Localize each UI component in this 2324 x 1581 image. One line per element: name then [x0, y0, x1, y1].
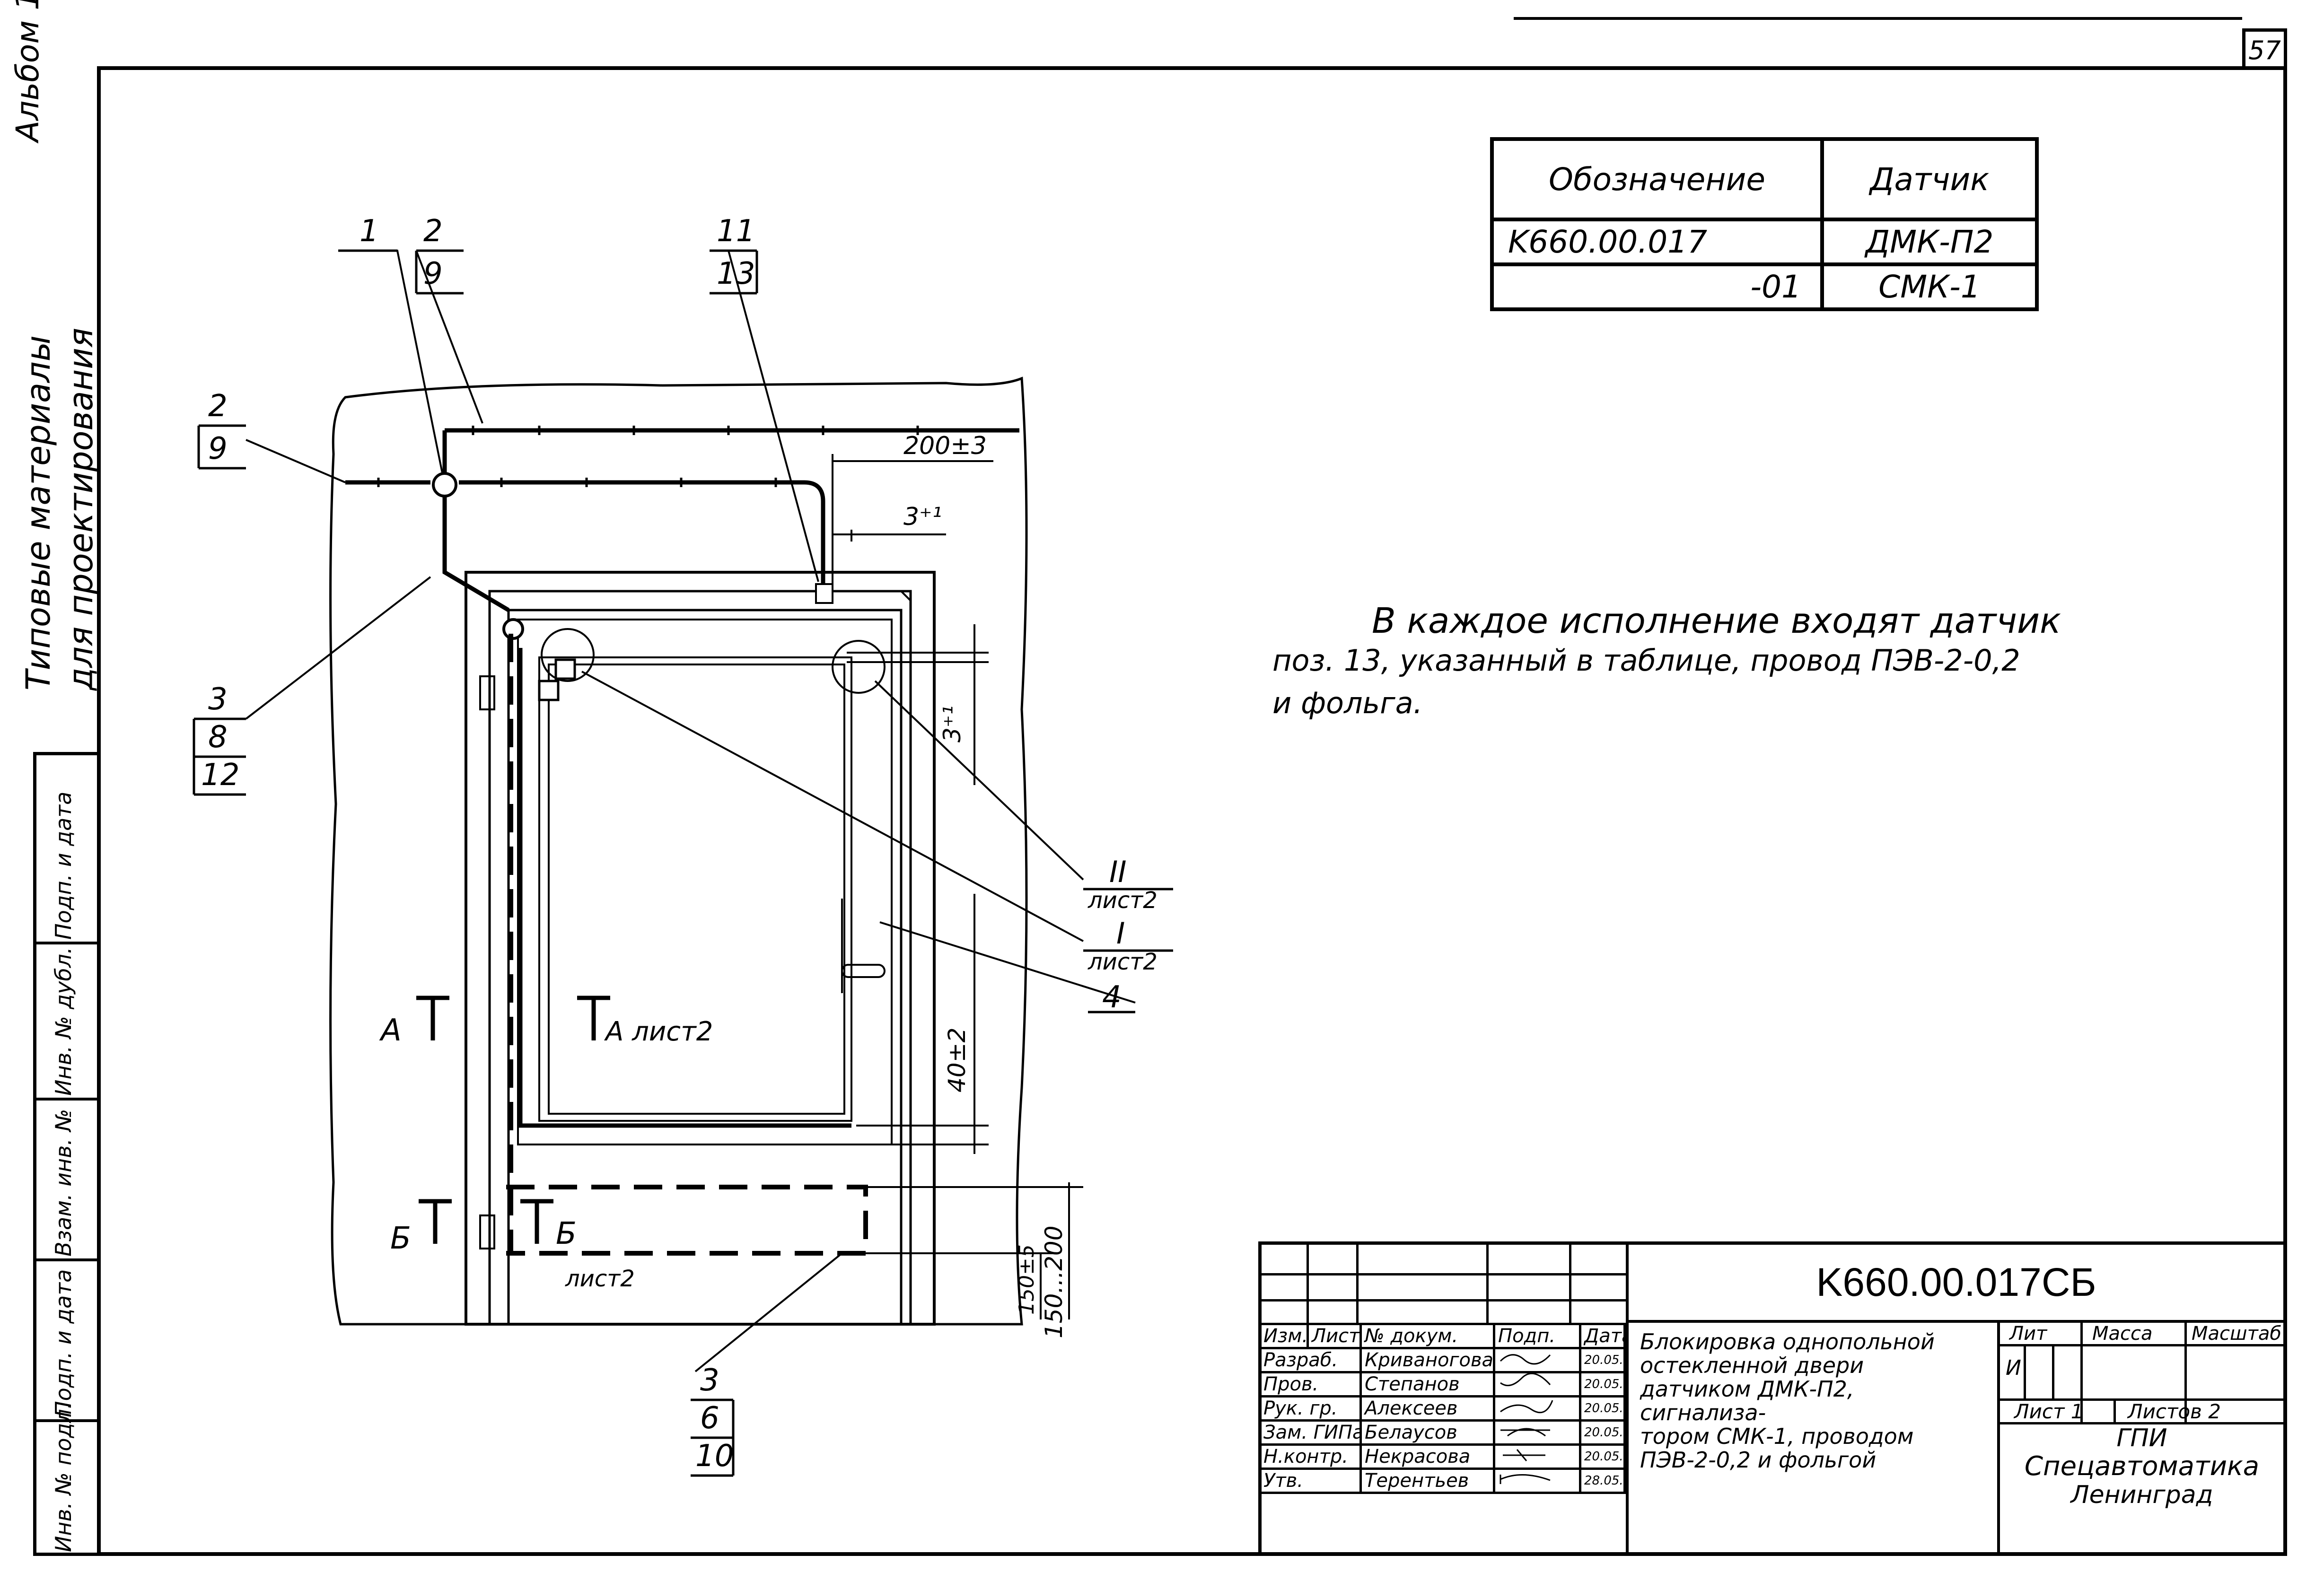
foil-strip [548, 664, 845, 1115]
page-number: 57 [2248, 35, 2281, 65]
page-number-box: 57 [2242, 28, 2287, 69]
dim-150-200: 150...200 [1040, 1225, 1068, 1338]
spec-row-2-sensor: СМК-1 [1820, 262, 2039, 311]
signature [1493, 1371, 1581, 1398]
callout-1: 1 [360, 214, 379, 249]
door-drawing: 1 2 9 11 13 2 9 3 8 12 3 6 10 4 200±3 3⁺… [193, 214, 1173, 1477]
strip-cell-3: Взам. инв. № [36, 1101, 97, 1261]
glass-pane [538, 656, 852, 1122]
signer-row: Разраб. Криваногова 20.05.87 [1258, 1347, 1626, 1373]
spec-header-designation: Обозначение [1490, 137, 1824, 221]
note-line-1: В каждое исполнение входят датчик [1372, 601, 2061, 641]
col-sign: Подп. [1493, 1323, 1581, 1349]
signature [1493, 1443, 1581, 1470]
hinge-upper [479, 675, 495, 710]
signer-row: Утв. Терентьев 28.05.87 [1258, 1467, 1626, 1494]
lit-value: И [2006, 1356, 2021, 1380]
callout-3b-1: 3 [700, 1363, 719, 1398]
callout-2-top: 2 [423, 214, 443, 249]
drawing-code: K660.00.017СБ [1816, 1260, 2096, 1304]
col-list: Лист [1307, 1323, 1362, 1349]
signature [1493, 1347, 1581, 1373]
spec-table: Обозначение Датчик K660.00.017 ДМК-П2 -0… [1490, 137, 2039, 311]
note-line-2: поз. 13, указанный в таблице, провод ПЭВ… [1272, 643, 2020, 678]
signer-row: Рук. гр. Алексеев 20.05.87 [1258, 1395, 1626, 1422]
view-II: II [1109, 855, 1127, 889]
section-B-left: Б [390, 1221, 411, 1256]
strip-cell-2: Инв. № дубл. [36, 944, 97, 1101]
hinge-lower [479, 1214, 495, 1249]
callout-3b-2: 6 [700, 1401, 719, 1436]
callout-11: 11 [717, 214, 755, 249]
col-date: Дата [1579, 1323, 1626, 1349]
door-leaf [507, 609, 903, 1326]
view-I: I [1116, 916, 1125, 951]
strip-cell-4: Подп. и дата [36, 1261, 97, 1422]
detail-circle-II [832, 640, 886, 694]
callout-13: 13 [717, 256, 755, 291]
dim-200: 200±3 [903, 432, 987, 460]
signers-table: Изм. Лист № докум. Подп. Дата Разраб. Кр… [1258, 1323, 1626, 1494]
wall-outline [329, 376, 1028, 1326]
organization: ГПИ Спецавтоматика Ленинград [2024, 1424, 2260, 1509]
signature [1493, 1395, 1581, 1422]
col-doc: № докум. [1359, 1323, 1495, 1349]
dim-150: 150±5 [1015, 1244, 1039, 1315]
callout-2b-bottom: 9 [208, 431, 228, 466]
section-B-sheet: лист2 [565, 1266, 635, 1292]
spec-row-1-sensor: ДМК-П2 [1820, 218, 2039, 266]
section-A-right: А лист2 [604, 1016, 713, 1047]
callout-3-2: 8 [208, 720, 228, 755]
dashed-wire-bottom [506, 1185, 868, 1256]
view-I-sheet: лист2 [1087, 949, 1158, 975]
spec-header-sensor: Датчик [1820, 137, 2039, 221]
wire-ticks [377, 426, 919, 487]
info-block: Лит Масса Масштаб И Лист 1 Листов 2 ГПИ … [1997, 1323, 2284, 1553]
drawing-frame [97, 66, 2287, 1556]
view-II-sheet: лист2 [1087, 887, 1158, 914]
spec-row-1-designation: K660.00.017 [1490, 218, 1824, 266]
sensor-pos-13 [815, 583, 833, 604]
title-block: Изм. Лист № докум. Подп. Дата Разраб. Кр… [1258, 1241, 2287, 1556]
callout-3-1: 3 [208, 682, 228, 717]
lit-label: Лит [2009, 1323, 2047, 1345]
signer-row: Зам. ГИПа Белаусов 20.05.87 [1258, 1419, 1626, 1446]
dim-3b: 3⁺¹ [938, 706, 966, 742]
sensor-block [554, 658, 576, 680]
left-strip: Подп. и дата Инв. № дубл. Взам. инв. № П… [33, 752, 97, 1556]
sheets-label: Листов 2 [2128, 1400, 2221, 1423]
mass-label: Масса [2092, 1323, 2153, 1345]
section-B-right: Б [556, 1216, 577, 1251]
revision-grid [1262, 1245, 1626, 1325]
frame-top-thin-line [1514, 17, 2242, 20]
callout-2b-top: 2 [208, 389, 228, 424]
signature [1493, 1419, 1581, 1446]
junction-box [432, 472, 457, 498]
callout-3b-3: 10 [695, 1439, 734, 1474]
strip-cell-1: Подп. и дата [36, 755, 97, 944]
detail-circle-I [541, 628, 595, 682]
spec-row-2-designation: -01 [1490, 262, 1824, 311]
callout-4: 4 [1102, 980, 1122, 1015]
sheet-label: Лист 1 [2014, 1400, 2084, 1423]
drawing-title: Блокировка однопольной остекленной двери… [1640, 1329, 1935, 1473]
signer-row: Пров. Степанов 20.05.87 [1258, 1371, 1626, 1398]
door-leaf-inner [517, 619, 893, 1145]
dim-40: 40±2 [943, 1028, 971, 1092]
note-line-3: и фольга. [1272, 686, 1423, 720]
callout-2-bottom: 9 [423, 256, 443, 291]
scale-label: Масштаб [2192, 1323, 2282, 1345]
dim-3a: 3⁺¹ [903, 503, 942, 531]
signature [1493, 1467, 1581, 1494]
signer-row: Н.контр. Некрасова 20.05.87 [1258, 1443, 1626, 1470]
door-handle [841, 964, 886, 978]
callout-3-3: 12 [201, 758, 239, 793]
drawing-code-cell: K660.00.017СБ [1629, 1245, 2284, 1323]
col-izm: Изм. [1258, 1323, 1309, 1349]
section-A-left: А [379, 1013, 402, 1048]
